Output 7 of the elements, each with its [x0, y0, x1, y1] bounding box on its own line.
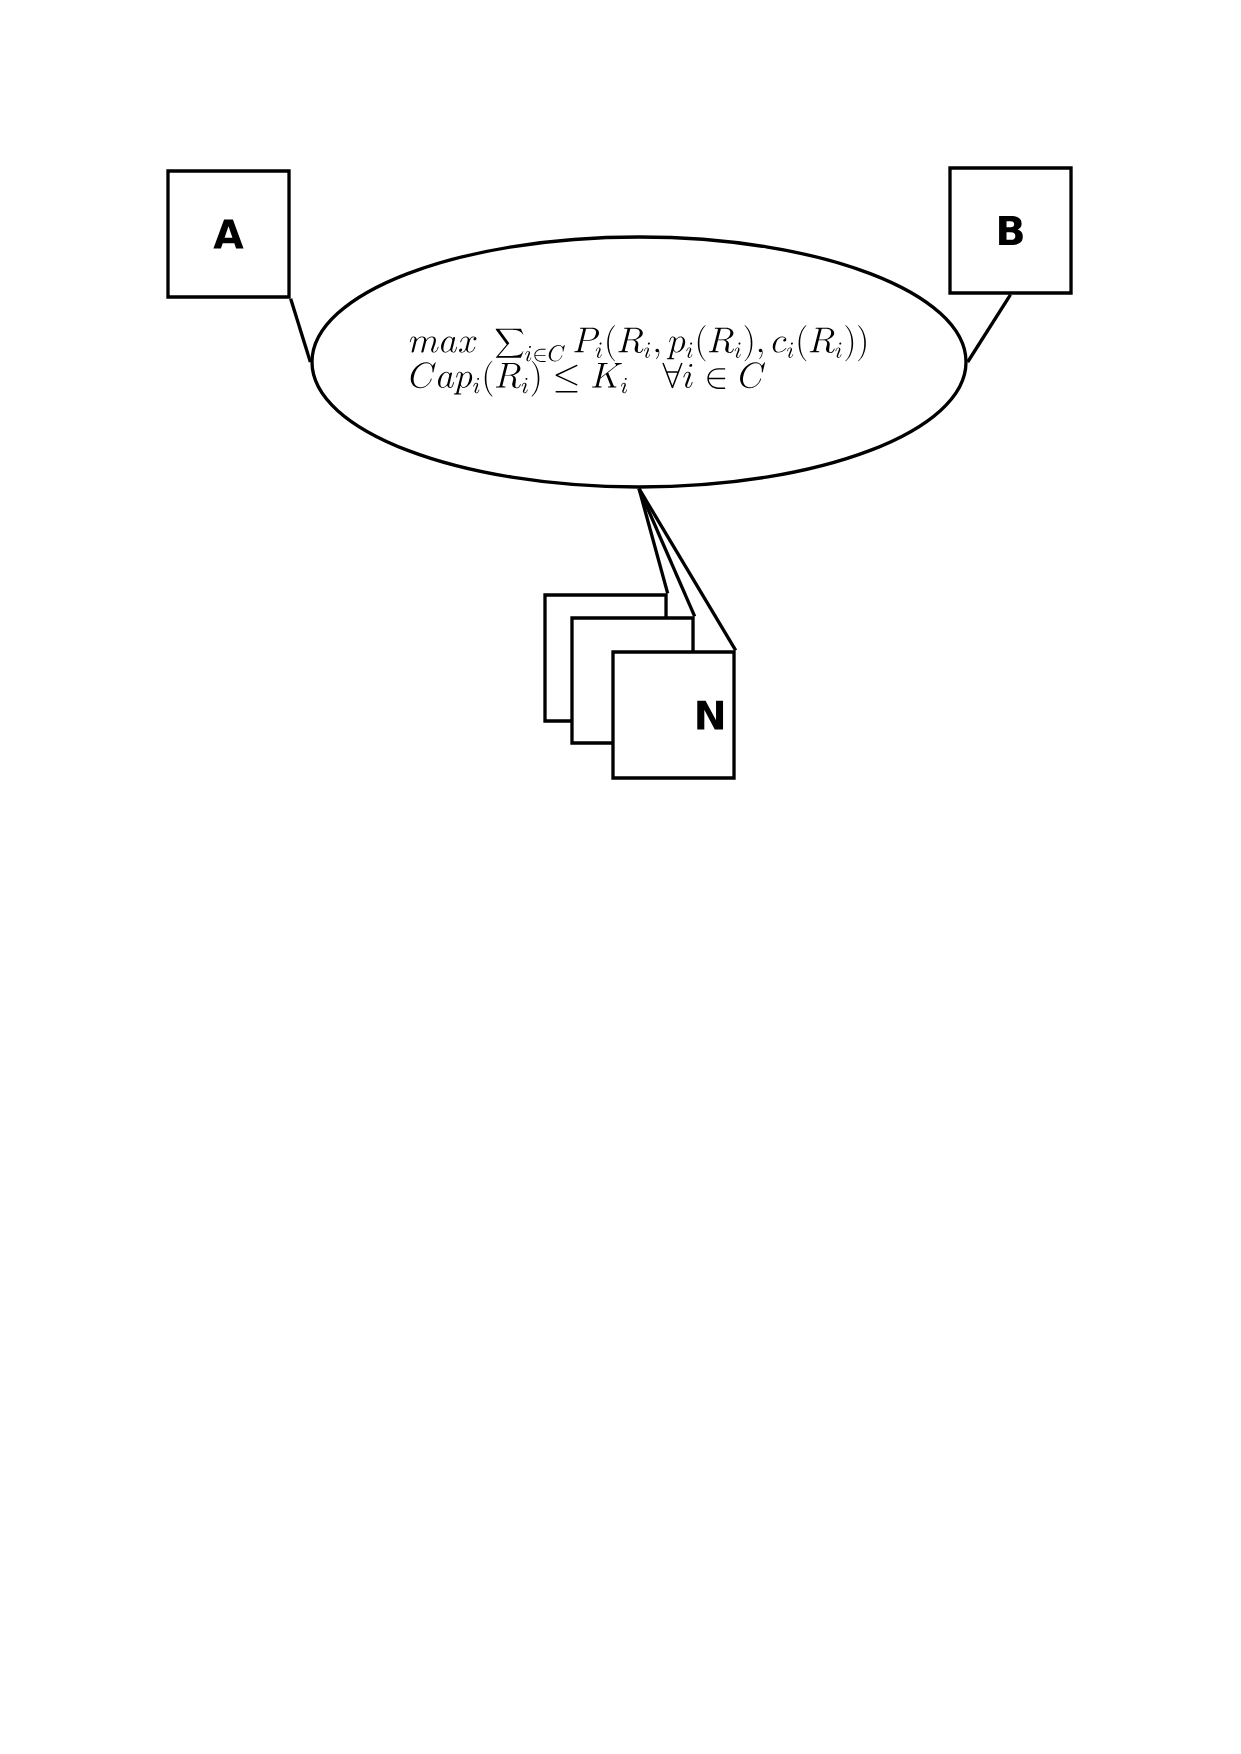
connector-line	[637, 488, 697, 617]
labeled-box: N	[611, 650, 736, 780]
connector-line	[289, 298, 312, 363]
labeled-box: B	[948, 166, 1073, 295]
connector-line	[637, 487, 738, 652]
connector-line	[966, 293, 1012, 363]
labeled-box: A	[166, 169, 291, 299]
